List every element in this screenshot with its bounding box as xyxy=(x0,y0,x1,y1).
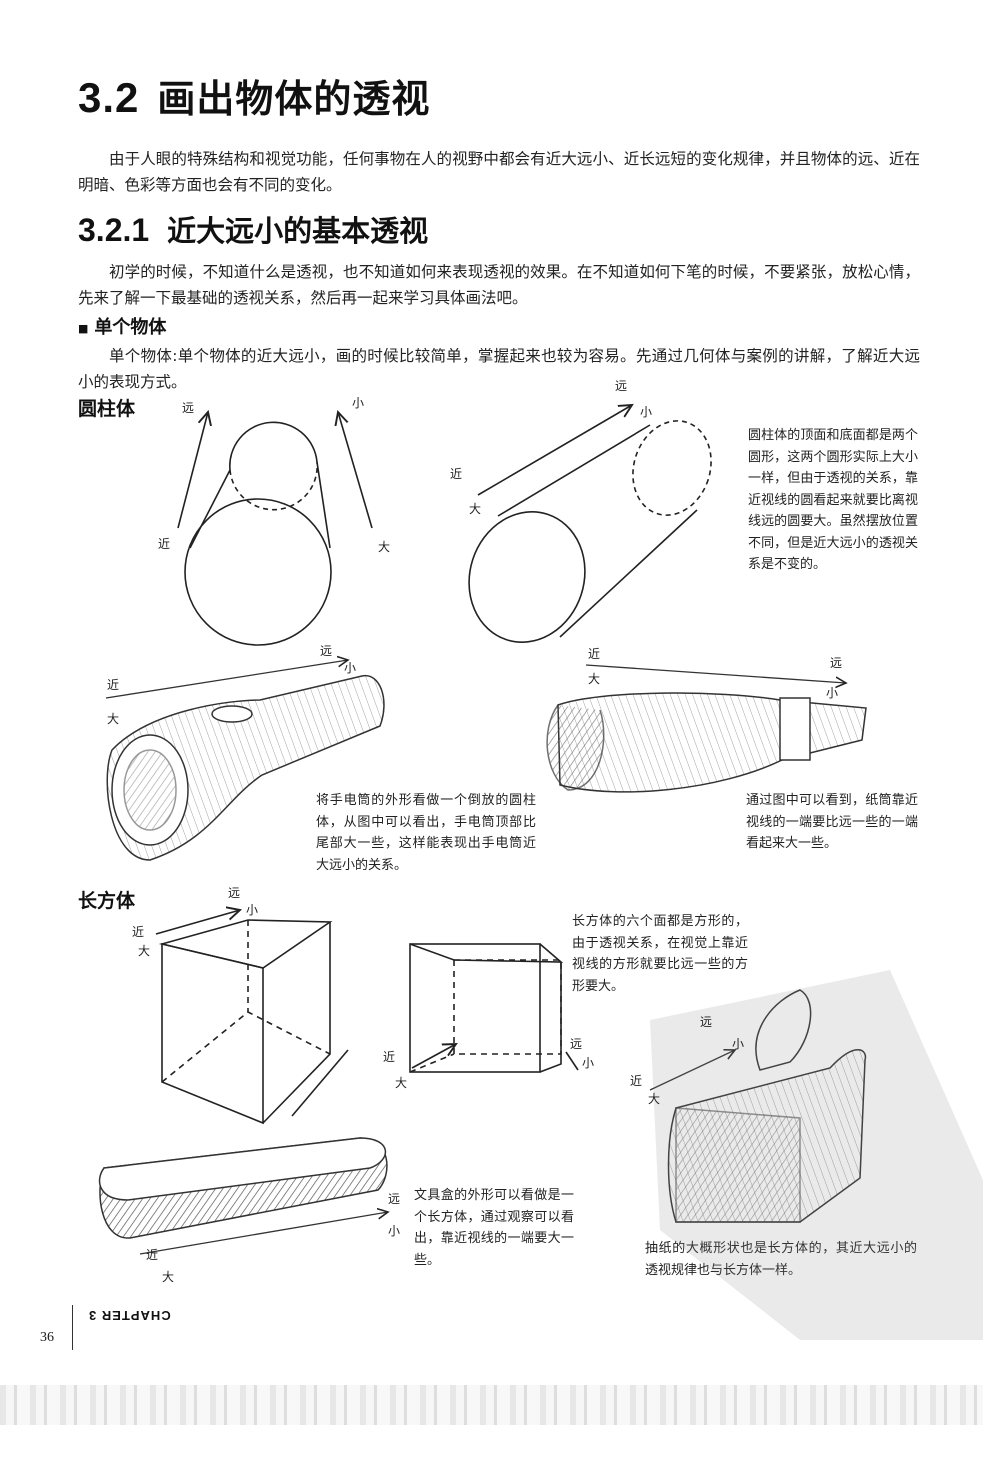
page-number: 36 xyxy=(40,1330,54,1345)
section-intro: 初学的时候，不知道什么是透视，也不知道如何来表现透视的效果。在不知道如何下笔的时… xyxy=(78,263,920,307)
tissue-small: 小 xyxy=(732,1037,745,1051)
cube-near: 近 xyxy=(132,925,145,939)
pencil-big: 大 xyxy=(162,1270,175,1284)
cylinder-note: 圆柱体的顶面和底面都是两个圆形，这两个圆形实际上大小一样，但由于透视的关系，靠近… xyxy=(748,428,918,572)
paper-tube-sketch xyxy=(546,664,867,793)
pencilbox-note: 文具盒的外形可以看做是一个长方体，通过观察可以看出，靠近视线的一端要大一些。 xyxy=(414,1188,574,1268)
pencil-near: 近 xyxy=(146,1248,159,1262)
tissue-box-sketch xyxy=(649,989,867,1223)
tube-note: 通过图中可以看到，纸筒靠近视线的一端要比远一些的一端看起来大一些。 xyxy=(746,793,918,851)
tube-near: 近 xyxy=(588,647,601,661)
cube-small: 小 xyxy=(246,903,259,917)
cylinder-label: 圆柱体 xyxy=(78,398,136,420)
intro-paragraph: 由于人眼的特殊结构和视觉功能，任何事物在人的视野中都会有近大远小、近长远短的变化… xyxy=(78,150,920,194)
subheading-text: 单个物体 xyxy=(94,317,167,338)
front-cuboid xyxy=(409,943,579,1073)
box-far: 远 xyxy=(570,1037,583,1051)
footer-rule xyxy=(72,1305,73,1350)
section-text: 近大远小的基本透视 xyxy=(167,214,429,248)
page-title: 3.2 画出物体的透视 xyxy=(78,68,430,123)
upright-cylinder xyxy=(177,412,373,646)
cuboid-label: 长方体 xyxy=(78,890,136,912)
flash-big: 大 xyxy=(107,712,120,726)
cyl2-far: 远 xyxy=(615,379,628,393)
cyl1-small: 小 xyxy=(352,396,365,410)
cyl1-far: 远 xyxy=(182,401,195,415)
section-title: 3.2.1 近大远小的基本透视 xyxy=(78,208,428,250)
cyl2-near: 近 xyxy=(450,467,463,481)
tube-big: 大 xyxy=(588,672,601,686)
section-number: 3.2.1 xyxy=(78,212,150,248)
cube-far: 远 xyxy=(228,886,241,900)
title-text: 画出物体的透视 xyxy=(157,77,431,121)
subheading-mark: ■ xyxy=(78,321,89,335)
flash-far: 远 xyxy=(320,644,333,658)
flashlight-note: 将手电筒的外形看做一个倒放的圆柱体，从图中可以看出，手电筒顶部比尾部大一些，这样… xyxy=(316,793,536,873)
tilted-cylinder xyxy=(468,405,712,643)
tissue-far: 远 xyxy=(700,1015,713,1029)
cyl1-near: 近 xyxy=(158,537,171,551)
cyl2-small: 小 xyxy=(640,405,653,419)
cyl1-big: 大 xyxy=(378,540,391,554)
pencil-box-sketch xyxy=(98,1137,388,1255)
pencil-far: 远 xyxy=(388,1192,401,1206)
subheading: ■ 单个物体 xyxy=(78,313,166,339)
single-object-paragraph: 单个物体:单个物体的近大远小，画的时候比较简单，掌握起来也较为容易。先通过几何体… xyxy=(78,347,920,391)
flash-near: 近 xyxy=(107,678,120,692)
cyl2-big: 大 xyxy=(469,502,482,516)
box-near: 近 xyxy=(383,1050,396,1064)
title-number: 3.2 xyxy=(78,74,140,121)
flash-small: 小 xyxy=(344,661,357,675)
watermark-seal xyxy=(650,970,983,1340)
box-big: 大 xyxy=(395,1076,408,1090)
tube-far: 远 xyxy=(830,656,843,670)
tissue-note: 抽纸的大概形状也是长方体的，其近大远小的透视规律也与长方体一样。 xyxy=(645,1238,917,1281)
tube-small: 小 xyxy=(826,686,839,700)
box-small: 小 xyxy=(582,1056,595,1070)
tissue-near: 近 xyxy=(630,1074,643,1088)
pencil-small: 小 xyxy=(388,1224,401,1238)
wireframe-cube xyxy=(155,910,349,1125)
cuboid-note: 长方体的六个面都是方形的，由于透视关系，在视觉上靠近视线的方形就要比远一些的方形… xyxy=(572,914,748,994)
chapter-label: CHAPTER 3 xyxy=(88,1308,171,1323)
tissue-big: 大 xyxy=(648,1092,661,1106)
cube-big: 大 xyxy=(138,944,151,958)
flashlight-sketch xyxy=(105,660,385,861)
scan-artifact-strip xyxy=(0,1385,983,1425)
